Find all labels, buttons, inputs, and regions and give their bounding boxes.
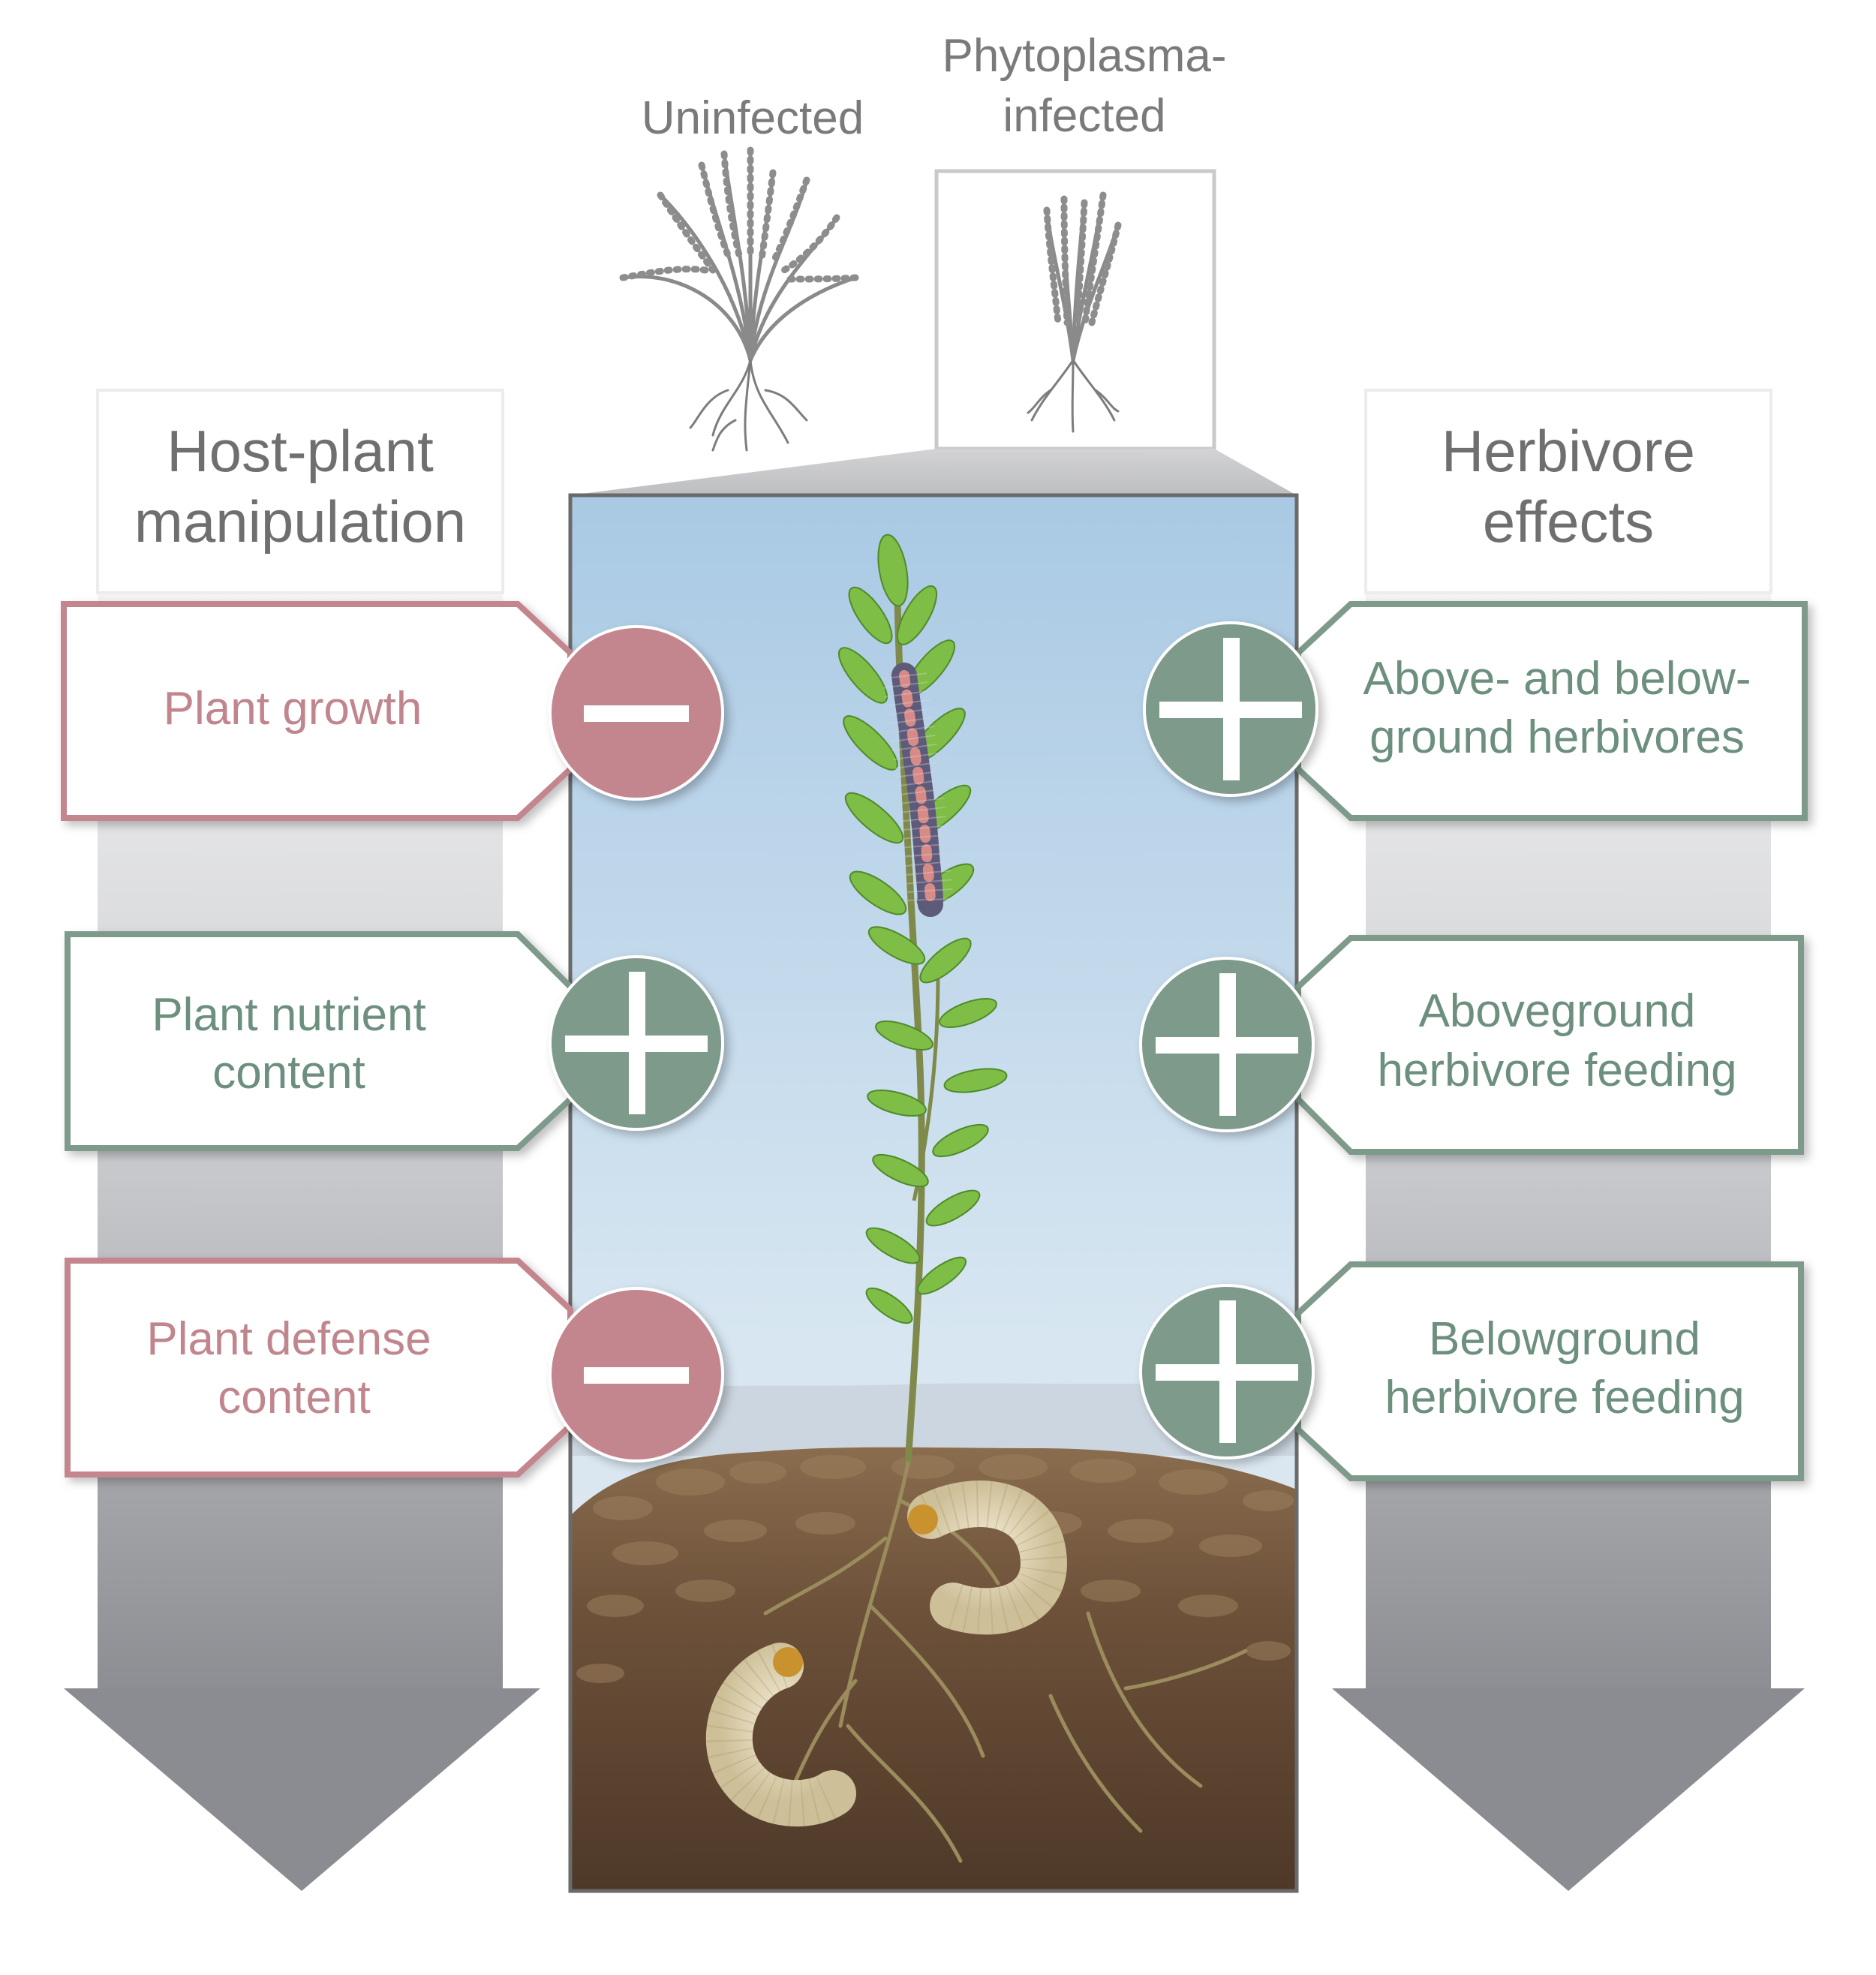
right-item-aboveground-label-2: herbivore feeding bbox=[1377, 1045, 1736, 1096]
infected-label-line1: Phytoplasma- bbox=[942, 30, 1226, 82]
left-item-plant-nutrient-label-2: content bbox=[212, 1047, 365, 1099]
grub-icon-2 bbox=[705, 1643, 856, 1827]
plus-icon-3 bbox=[1139, 957, 1315, 1132]
plus-icon bbox=[549, 955, 724, 1131]
infected-plant-icon bbox=[1027, 191, 1122, 433]
minus-icon-2 bbox=[549, 1287, 724, 1462]
infected-label-line2: infected bbox=[1003, 90, 1165, 142]
left-item-plant-nutrient bbox=[65, 931, 573, 1151]
infected-plant-illustration bbox=[705, 534, 1248, 1863]
right-item-above-below-label-2: ground herbivores bbox=[1369, 711, 1745, 763]
uninfected-plant-icon bbox=[619, 146, 859, 452]
uninfected-label: Uninfected bbox=[642, 92, 864, 144]
plus-icon-4 bbox=[1139, 1284, 1315, 1459]
right-title-line2: effects bbox=[1483, 488, 1654, 555]
minus-icon bbox=[549, 625, 724, 801]
right-title-box bbox=[1364, 389, 1772, 594]
left-item-plant-defense bbox=[65, 1258, 573, 1477]
caterpillar-icon bbox=[882, 663, 953, 917]
plus-icon-2 bbox=[1143, 621, 1318, 797]
left-item-plant-defense-label-2: content bbox=[218, 1372, 370, 1423]
grub-icon bbox=[907, 1480, 1067, 1635]
right-item-belowground-feeding bbox=[1295, 1261, 1804, 1481]
right-item-above-below-label-1: Above- and below- bbox=[1363, 653, 1751, 705]
left-title-box bbox=[96, 389, 504, 594]
right-item-belowground-label-2: herbivore feeding bbox=[1384, 1372, 1744, 1423]
left-item-plant-growth-label: Plant growth bbox=[164, 683, 422, 735]
left-title-line2: manipulation bbox=[134, 488, 466, 555]
right-item-belowground-label-1: Belowground bbox=[1429, 1313, 1700, 1365]
left-item-plant-nutrient-label-1: Plant nutrient bbox=[152, 989, 425, 1041]
right-title-line1: Herbivore bbox=[1442, 418, 1695, 484]
left-title-line1: Host-plant bbox=[167, 418, 434, 484]
right-item-aboveground-label-1: Aboveground bbox=[1419, 985, 1696, 1037]
right-item-above-below bbox=[1295, 601, 1808, 821]
right-item-aboveground-feeding bbox=[1295, 935, 1804, 1155]
zoom-connector bbox=[570, 449, 1297, 495]
left-item-plant-defense-label-1: Plant defense bbox=[146, 1313, 431, 1365]
